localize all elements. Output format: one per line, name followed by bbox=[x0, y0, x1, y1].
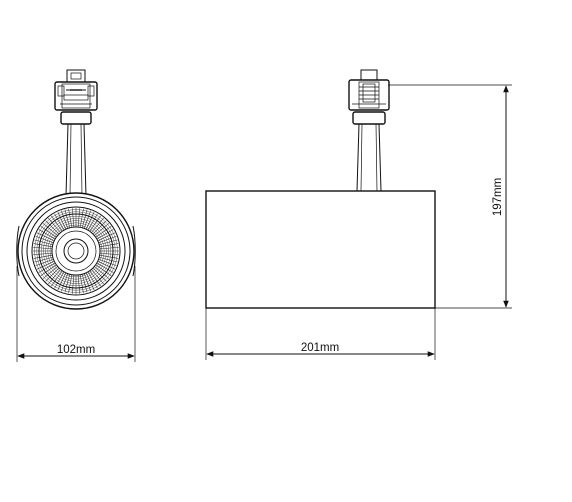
dimension-side-width: 201mm bbox=[205, 308, 436, 360]
dimension-front-width: 102mm bbox=[16, 266, 136, 362]
dimension-label-side-width: 201mm bbox=[301, 342, 339, 354]
dimension-label-side-height: 197mm bbox=[492, 178, 504, 216]
front-stem bbox=[60, 111, 92, 197]
side-view: 201mm 197mm bbox=[205, 69, 512, 360]
front-adapter bbox=[54, 69, 98, 111]
front-lamp-head bbox=[16, 192, 136, 310]
dimension-label-front-width: 102mm bbox=[57, 344, 95, 356]
side-stem bbox=[352, 111, 386, 192]
front-view: 102mm bbox=[16, 69, 136, 362]
lens-pattern bbox=[33, 208, 119, 294]
side-adapter bbox=[348, 69, 390, 111]
dimension-side-height: 197mm bbox=[388, 84, 512, 309]
side-body bbox=[205, 190, 436, 309]
